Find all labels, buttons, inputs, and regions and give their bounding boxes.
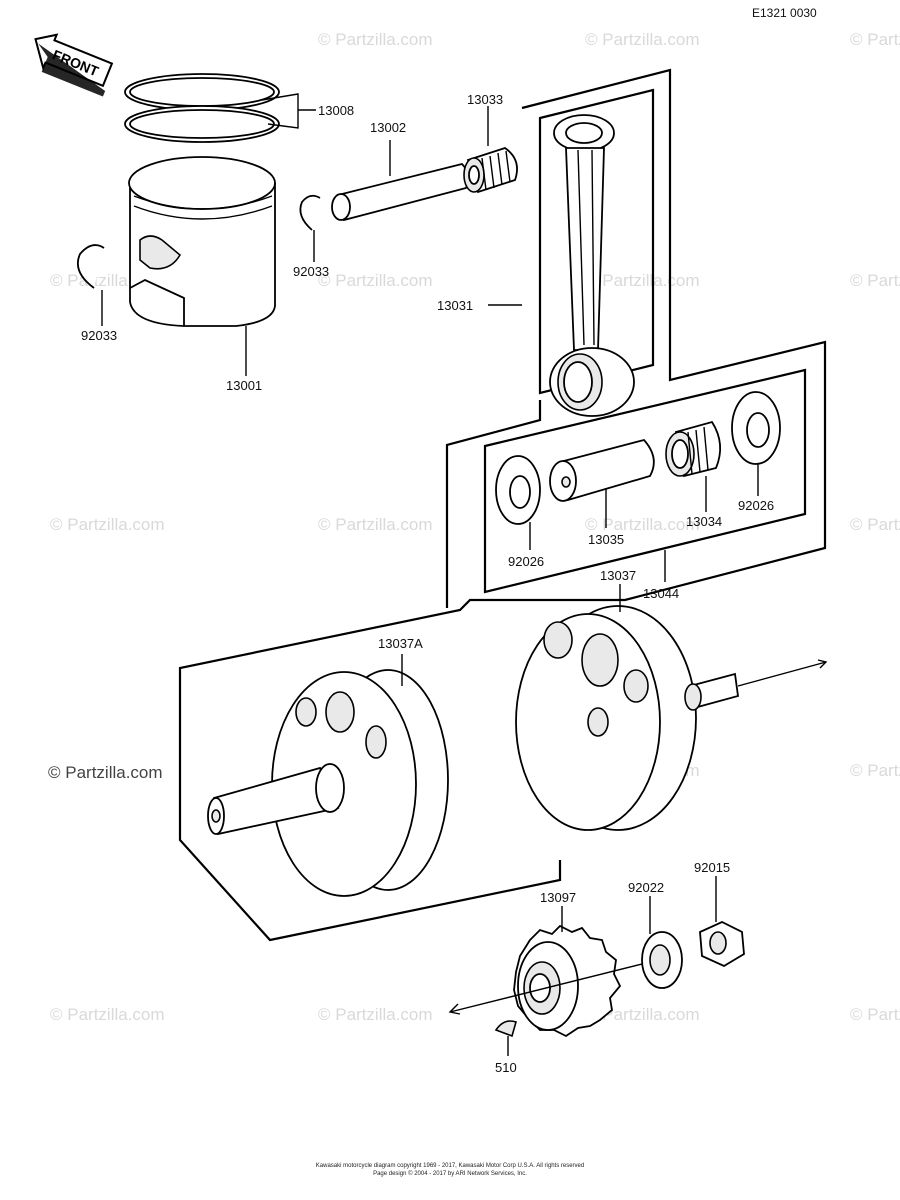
connecting-rod-assembly-frame — [178, 68, 827, 942]
connecting-rod — [549, 114, 635, 417]
watermark: © Partzilla.com — [850, 271, 900, 290]
circlip-left — [76, 244, 105, 289]
woodruff-key — [494, 1020, 517, 1038]
part-number-92022: 92022 — [628, 880, 664, 895]
part-number-13031: 13031 — [437, 298, 473, 313]
watermark: © Partzilla.com — [850, 515, 900, 534]
crank-pin — [549, 438, 655, 502]
footer-copyright-2: Page design © 2004 - 2017 by ARI Network… — [373, 1170, 527, 1177]
part-number-13037A: 13037A — [378, 636, 423, 651]
part-number-13002: 13002 — [370, 120, 406, 135]
piston-pin — [331, 163, 470, 222]
arrow-axis-left — [448, 961, 651, 1015]
small-end-needle-bearing — [463, 147, 518, 194]
part-number-510: 510 — [495, 1060, 517, 1075]
watermark-dark: © Partzilla.com — [48, 763, 163, 782]
watermark: © Partzilla.com — [585, 30, 700, 49]
watermark: © Partzilla.com — [850, 30, 900, 49]
footer-copyright-1: Kawasaki motorcycle diagram copyright 19… — [316, 1163, 584, 1169]
watermarks: © Partzilla.com © Partzilla.com © Partzi… — [48, 30, 900, 1024]
diagram-code: E1321 0030 — [752, 6, 817, 20]
watermark: © Partzilla.com — [585, 1005, 700, 1024]
watermark: © Partzilla.com — [50, 515, 165, 534]
part-number-92015: 92015 — [694, 860, 730, 875]
part-number-13035: 13035 — [588, 532, 624, 547]
crankshaft-nut — [699, 921, 745, 968]
part-number-92033-right: 92033 — [293, 264, 329, 279]
watermark: © Partzilla.com — [850, 761, 900, 780]
watermark: © Partzilla.com — [318, 30, 433, 49]
watermark: © Partzilla.com — [585, 515, 700, 534]
watermark: © Partzilla.com — [318, 1005, 433, 1024]
part-number-13033: 13033 — [467, 92, 503, 107]
circlip-right — [299, 194, 321, 231]
thrust-washer-right — [731, 391, 781, 465]
crankshaft-half-right — [515, 605, 739, 831]
watermark: © Partzilla.com — [318, 515, 433, 534]
watermark: © Partzilla.com — [850, 1005, 900, 1024]
piston — [128, 156, 276, 327]
watermark: © Partzilla.com — [585, 271, 700, 290]
crankshaft-half-left — [207, 669, 449, 897]
front-arrow-badge: FRONT — [34, 33, 114, 97]
crankshaft-assembly-frame — [445, 400, 542, 608]
connecting-rod-inner-frame — [538, 88, 655, 395]
part-number-13001: 13001 — [226, 378, 262, 393]
part-number-13008: 13008 — [318, 103, 354, 118]
part-number-13044: 13044 — [643, 586, 679, 601]
part-number-92026-right: 92026 — [738, 498, 774, 513]
primary-drive-gear — [513, 924, 622, 1038]
arrow-axis-right — [737, 659, 828, 687]
big-end-kit-frame — [483, 368, 807, 594]
watermark: © Partzilla.com — [50, 1005, 165, 1024]
part-number-13037: 13037 — [600, 568, 636, 583]
thrust-washer-left — [495, 455, 541, 525]
part-number-92026-left: 92026 — [508, 554, 544, 569]
watermark: © Partzilla.com — [318, 271, 433, 290]
part-number-13034: 13034 — [686, 514, 722, 529]
part-number-13097: 13097 — [540, 890, 576, 905]
lock-washer — [641, 931, 683, 989]
piston-rings — [124, 73, 280, 143]
part-number-92033-left: 92033 — [81, 328, 117, 343]
callout-line-13008 — [261, 93, 316, 129]
big-end-needle-bearing — [665, 420, 722, 478]
